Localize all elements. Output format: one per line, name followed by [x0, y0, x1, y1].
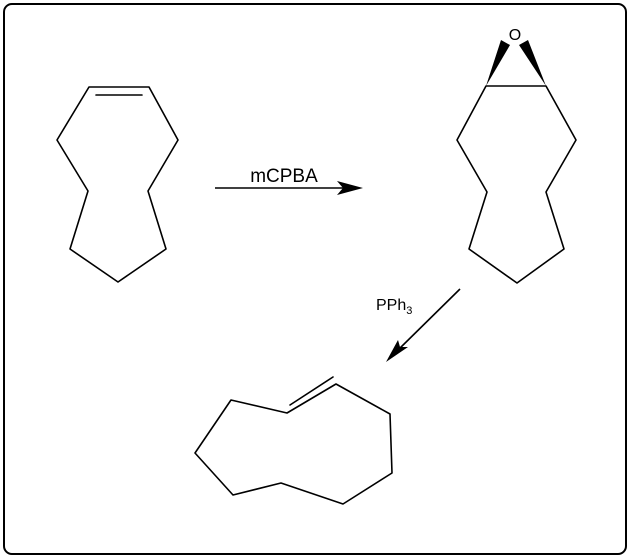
step1-reagent-label: mCPBA: [250, 166, 318, 187]
step2-arrow: [386, 288, 461, 362]
step1-arrow: [215, 181, 363, 195]
step2-reagent-main: PPh: [376, 297, 406, 314]
intermediate-epoxide: O: [456, 27, 577, 284]
step2-reagent-label: PPh3: [376, 297, 412, 317]
epoxide-carbocycle-ring: [456, 85, 577, 284]
product-double-bond-inner-line: [289, 376, 334, 406]
step1-arrow-head: [337, 181, 363, 195]
scheme-frame: [3, 3, 627, 555]
step2-arrow-line: [396, 288, 461, 352]
step2-reagent-subscript: 3: [406, 305, 412, 317]
product-trans-cyclononene: [194, 376, 393, 505]
epoxide-left-wedge-bond: [486, 40, 510, 86]
product-ring: [194, 383, 393, 505]
epoxide-oxygen-label: O: [509, 27, 521, 44]
step2-arrow-head: [386, 340, 408, 362]
cyclononene-ring: [56, 86, 179, 283]
epoxide-right-wedge-bond: [519, 40, 546, 86]
starting-material-cyclononene: [56, 86, 179, 283]
